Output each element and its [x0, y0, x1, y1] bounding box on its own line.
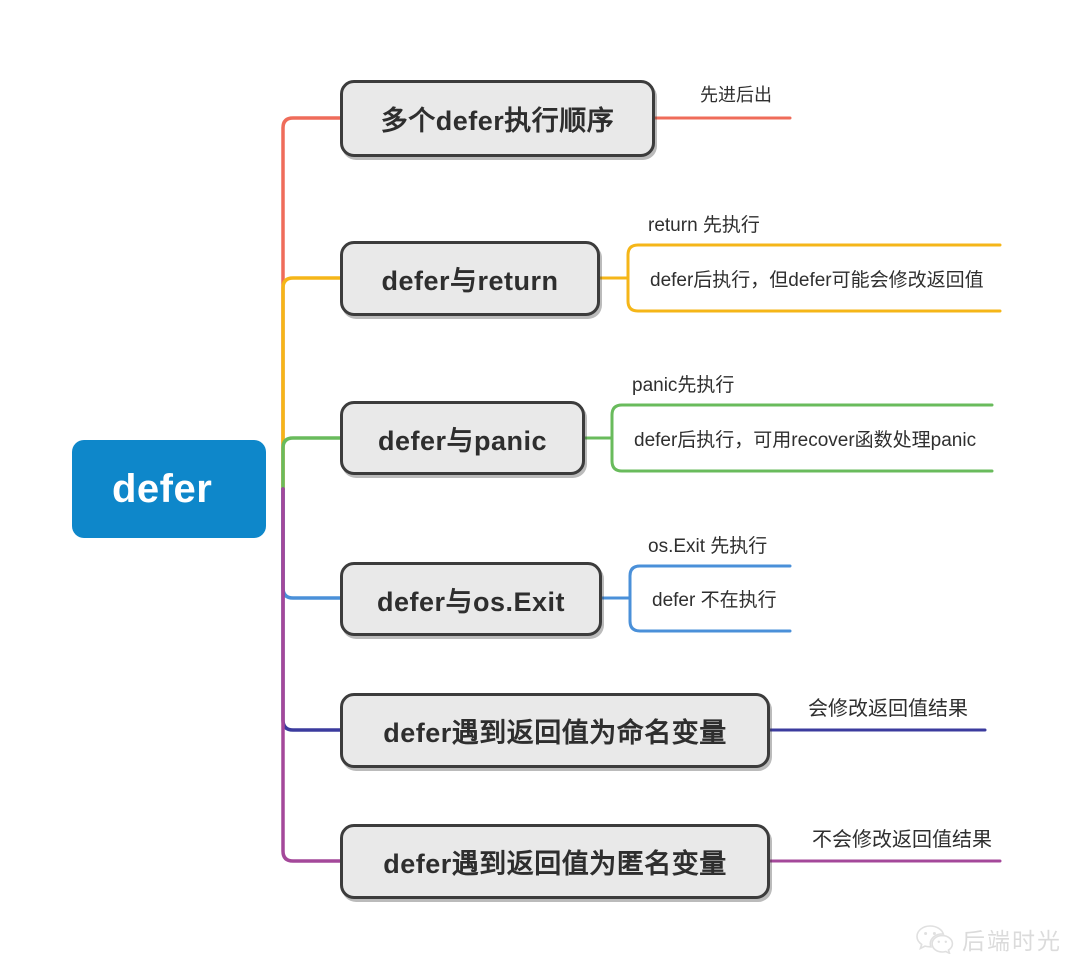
root-node-label: defer [112, 466, 213, 511]
topic-node-5-label: defer遇到返回值为命名变量 [383, 718, 727, 748]
topic-node-6-label: defer遇到返回值为匿名变量 [383, 849, 727, 879]
leaf-label-2-1: return 先执行 [648, 215, 760, 236]
topic-node-5[interactable]: defer遇到返回值为命名变量 [340, 693, 770, 768]
leaf-label-3-2: defer后执行，可用recover函数处理panic [634, 430, 977, 451]
topic-node-3-label: defer与panic [377, 425, 548, 456]
wechat-icon [916, 925, 954, 954]
topic-node-2[interactable]: defer与return [340, 241, 600, 316]
connector-branch-5 [281, 487, 342, 732]
leaf-label-2-2: defer后执行，但defer可能会修改返回值 [650, 270, 984, 291]
topic-node-6[interactable]: defer遇到返回值为匿名变量 [340, 824, 770, 899]
topic-node-4[interactable]: defer与os.Exit [340, 562, 602, 636]
leaf-label-3-1: panic先执行 [632, 375, 735, 396]
leaf-label-4-2: defer 不在执行 [652, 590, 777, 611]
watermark: 后端时光 [916, 922, 1062, 956]
topic-node-4-label: defer与os.Exit [376, 586, 566, 617]
topic-node-1-label: 多个defer执行顺序 [380, 106, 615, 136]
leaf-label-6-1: 不会修改返回值结果 [812, 829, 992, 851]
connector-branch-2 [281, 276, 342, 491]
leaf-label-1-1: 先进后出 [700, 85, 772, 105]
root-node[interactable]: defer [72, 440, 266, 538]
connector-branch-4 [281, 487, 342, 600]
topic-node-1[interactable]: 多个defer执行顺序 [340, 80, 655, 157]
topic-node-3[interactable]: defer与panic [340, 401, 585, 475]
topic-node-2-label: defer与return [381, 266, 559, 296]
connector-branch-3 [281, 436, 342, 491]
connector-branch-1 [281, 116, 342, 491]
leaf-label-4-1: os.Exit 先执行 [648, 536, 768, 557]
watermark-text: 后端时光 [962, 928, 1062, 954]
connector-branch-6 [281, 487, 342, 863]
leaf-label-5-1: 会修改返回值结果 [808, 698, 968, 720]
